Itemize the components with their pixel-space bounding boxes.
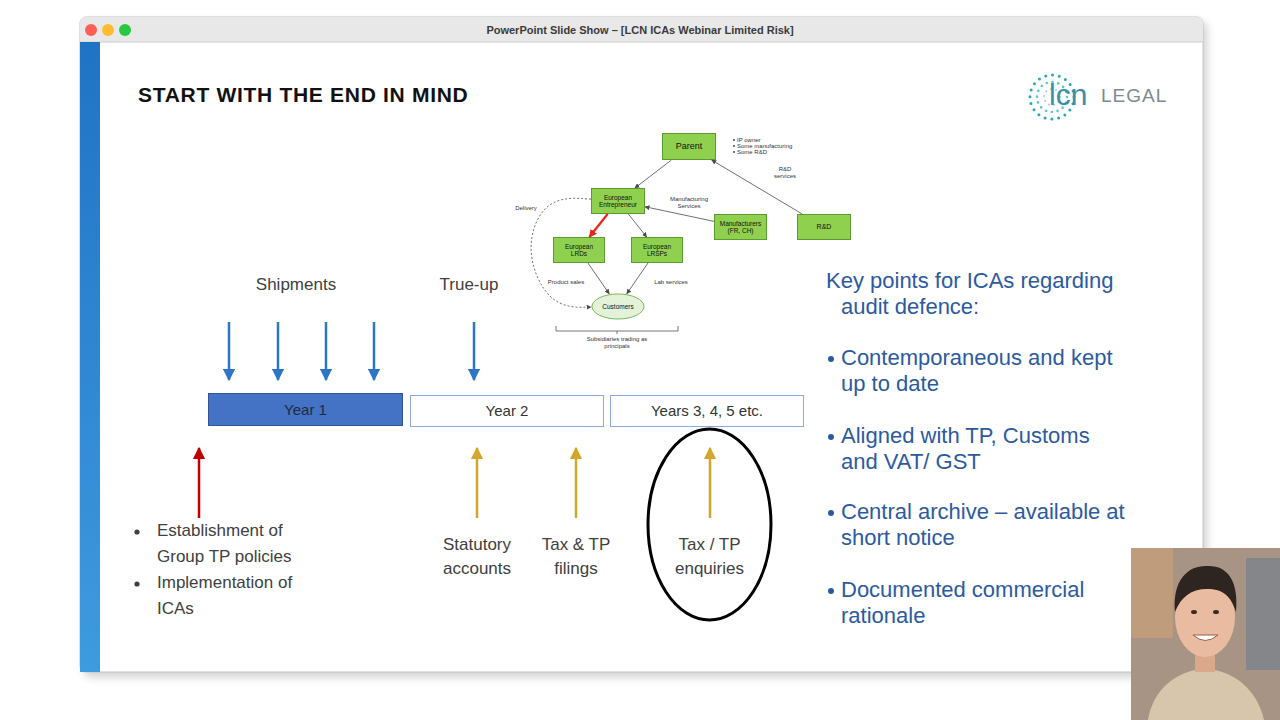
- bullet-text: Establishment of Group TP policies: [157, 518, 317, 570]
- flow-label: Product sales: [544, 279, 588, 286]
- node-label: Year 1: [284, 401, 327, 419]
- node-label: European LRSPs: [635, 243, 679, 257]
- entity-box: European Entrepreneur: [591, 188, 645, 214]
- shipment-arrow: [228, 322, 231, 380]
- node-label: Customers: [602, 303, 633, 310]
- person-smile: [1193, 635, 1218, 641]
- node-label: R&D: [817, 223, 832, 231]
- logo-text: LEGAL: [1101, 85, 1173, 107]
- shipment-arrow: [325, 322, 328, 380]
- key-point: Documented commercial rationale: [841, 577, 1131, 629]
- bullet-dot: [828, 588, 834, 594]
- minimise-button: [102, 24, 114, 36]
- node-label: Years 3, 4, 5 etc.: [651, 402, 763, 420]
- year-band: Year 1: [208, 393, 403, 426]
- flow-label: Lab services: [651, 279, 691, 286]
- note-bullet: [733, 151, 735, 153]
- true-up-arrow: [473, 322, 476, 380]
- entity-box: Parent: [662, 133, 716, 160]
- note-text: Some R&D: [737, 149, 807, 155]
- titlebar-divider: [80, 42, 1203, 43]
- flow-arrow: [635, 160, 671, 188]
- entity-box: R&D: [797, 214, 851, 240]
- key-points-heading: Key points for ICAs regarding audit defe…: [826, 268, 1151, 320]
- filing-arrow: [476, 448, 479, 518]
- bullet-dot: [828, 434, 834, 440]
- entity-box: European LRSPs: [631, 237, 683, 263]
- year-band: Year 2: [410, 395, 604, 427]
- event-label: True-up: [419, 274, 519, 296]
- node-label: European LRDs: [557, 243, 601, 257]
- window-titlebar: [80, 17, 1203, 42]
- policy-arrow: [198, 448, 201, 518]
- person-hair: [1175, 566, 1237, 612]
- window-title: PowerPoint Slide Show – [LCN ICAs Webina…: [340, 23, 940, 37]
- bracket-label: Subsidiaries trading as principals: [582, 336, 652, 350]
- year-band: Years 3, 4, 5 etc.: [610, 395, 804, 427]
- flow-label: Delivery: [510, 205, 542, 212]
- slide-accent-strip: [80, 42, 100, 672]
- entity-box: Manufacturers (FR, CH): [714, 214, 767, 240]
- flow-arrow: [628, 214, 646, 237]
- flow-label: Manufacturing Services: [666, 196, 712, 210]
- bullet-dot: [828, 510, 834, 516]
- node-label: European Entrepreneur: [595, 194, 641, 208]
- webcam-background: [1131, 548, 1173, 638]
- key-point: Aligned with TP, Customs and VAT/ GST: [841, 423, 1131, 475]
- bullet-dot: [134, 529, 139, 534]
- flow-arrow: [588, 263, 609, 294]
- note-bullet: [733, 139, 735, 141]
- flow-arrow: [589, 214, 607, 237]
- note-text: IP owner: [737, 137, 807, 143]
- bullet-dot: [134, 581, 139, 586]
- person-eye: [1213, 610, 1219, 614]
- note-bullet: [733, 145, 735, 147]
- event-label: Statutory accounts: [432, 533, 522, 581]
- webcam-feed: [1131, 548, 1280, 720]
- shipment-arrow: [277, 322, 280, 380]
- event-label: Shipments: [236, 274, 356, 296]
- event-label: Tax & TP filings: [536, 533, 616, 581]
- key-point: Central archive – available at short not…: [841, 499, 1131, 551]
- note-text: Some manufacturing: [737, 143, 807, 149]
- flow-arrow: [712, 160, 803, 214]
- enquiry-arrow: [709, 448, 712, 518]
- node-label: Tax / TP enquiries: [666, 533, 753, 581]
- person-eye: [1191, 610, 1197, 614]
- node-label: Year 2: [486, 402, 529, 420]
- shipment-arrow: [373, 322, 376, 380]
- slide-title: START WITH THE END IN MIND: [138, 83, 468, 107]
- flow-label: R&D services: [772, 166, 798, 180]
- zoom-button: [119, 24, 131, 36]
- ellipse-shape: [648, 429, 771, 620]
- person-sweater: [1148, 668, 1264, 720]
- webcam-background: [1131, 548, 1280, 720]
- bullet-text: Implementation of ICAs: [157, 570, 317, 622]
- close-button: [85, 24, 97, 36]
- customer-ellipse: Customers: [591, 293, 645, 320]
- filing-arrow: [575, 448, 578, 518]
- entity-box: European LRDs: [553, 237, 605, 263]
- flow-arrow: [627, 263, 648, 294]
- node-label: Parent: [676, 142, 703, 152]
- node-label: Manufacturers (FR, CH): [718, 220, 763, 234]
- ellipse-shape: [592, 294, 644, 319]
- key-point: Contemporaneous and kept up to date: [841, 345, 1131, 397]
- ellipse-outline: [646, 427, 773, 622]
- webcam-background: [1246, 558, 1280, 670]
- bullet-dot: [828, 356, 834, 362]
- group-bracket: [556, 326, 678, 334]
- window-frame: [80, 17, 1203, 672]
- highlight-ellipse: Tax / TP enquiries: [646, 427, 773, 622]
- logo-text: lcn: [1049, 78, 1101, 112]
